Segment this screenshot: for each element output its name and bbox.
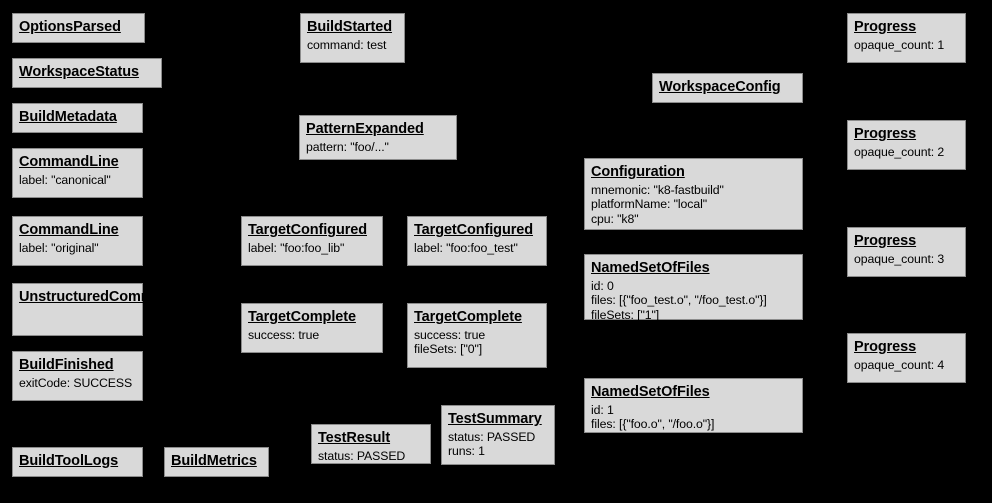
node-fields: pattern: "foo/..." xyxy=(306,140,450,155)
node-build-metrics[interactable]: BuildMetrics xyxy=(164,447,269,477)
node-title: CommandLine xyxy=(19,154,119,170)
node-title: Progress xyxy=(854,233,917,249)
node-progress-3[interactable]: Progress opaque_count: 3 xyxy=(847,227,966,277)
node-field: label: "foo:foo_test" xyxy=(414,240,518,255)
node-field: opaque_count: 1 xyxy=(854,37,945,52)
node-command-line-canonical[interactable]: CommandLine label: "canonical" xyxy=(12,148,143,198)
node-field: platformName: "local" xyxy=(591,197,707,212)
node-title: NamedSetOfFiles xyxy=(591,384,710,400)
node-progress-1[interactable]: Progress opaque_count: 1 xyxy=(847,13,966,63)
node-field: label: "original" xyxy=(19,240,99,255)
node-field: mnemonic: "k8-fastbuild" xyxy=(591,182,724,197)
node-field: pattern: "foo/..." xyxy=(306,139,389,154)
node-field: status: PASSED xyxy=(448,429,536,444)
node-field: id: 1 xyxy=(591,402,614,417)
node-title: UnstructuredCommandLine xyxy=(19,289,209,305)
node-field: exitCode: SUCCESS xyxy=(19,375,133,390)
node-field: command: test xyxy=(307,37,387,52)
node-configuration[interactable]: Configuration mnemonic: "k8-fastbuild"pla… xyxy=(584,158,803,230)
node-title: Progress xyxy=(854,126,917,142)
node-progress-4[interactable]: Progress opaque_count: 4 xyxy=(847,333,966,383)
node-fields: opaque_count: 3 xyxy=(854,252,959,267)
node-field: success: true xyxy=(414,327,486,342)
node-title: NamedSetOfFiles xyxy=(591,260,710,276)
node-fields: status: PASSED xyxy=(318,449,424,464)
node-target-complete-lib[interactable]: TargetComplete success: true xyxy=(241,303,383,353)
node-unstructured-command-line[interactable]: UnstructuredCommandLine xyxy=(12,283,209,336)
node-title: BuildMetrics xyxy=(171,453,257,469)
node-build-finished[interactable]: BuildFinished exitCode: SUCCESS xyxy=(12,351,143,401)
node-field: fileSets: ["1"] xyxy=(591,307,660,322)
node-title: TargetConfigured xyxy=(414,222,533,238)
node-title: WorkspaceConfig xyxy=(659,79,781,95)
node-field: opaque_count: 4 xyxy=(854,357,945,372)
node-fields: label: "foo:foo_lib" xyxy=(248,241,376,256)
node-test-result[interactable]: TestResult status: PASSED xyxy=(311,424,431,464)
node-workspace-status[interactable]: WorkspaceStatus xyxy=(12,58,162,88)
node-field: files: [{"foo.o", "/foo.o"}] xyxy=(591,417,715,432)
node-field: files: [{"foo_test.o", "/foo_test.o"}] xyxy=(591,293,767,308)
node-fields: command: test xyxy=(307,38,398,53)
node-build-metadata[interactable]: BuildMetadata xyxy=(12,103,143,133)
node-title: TestResult xyxy=(318,430,391,446)
node-title: Progress xyxy=(854,19,917,35)
node-fields: exitCode: SUCCESS xyxy=(19,376,136,391)
node-title: TargetComplete xyxy=(414,309,522,325)
node-target-configured-lib[interactable]: TargetConfigured label: "foo:foo_lib" xyxy=(241,216,383,266)
node-target-configured-test[interactable]: TargetConfigured label: "foo:foo_test" xyxy=(407,216,547,266)
node-title: CommandLine xyxy=(19,222,119,238)
node-options-parsed[interactable]: OptionsParsed xyxy=(12,13,145,43)
node-build-tool-logs[interactable]: BuildToolLogs xyxy=(12,447,143,477)
node-fields: mnemonic: "k8-fastbuild"platformName: "l… xyxy=(591,183,796,227)
node-field: label: "canonical" xyxy=(19,172,111,187)
node-field: success: true xyxy=(248,327,320,342)
node-title: BuildStarted xyxy=(307,19,393,35)
node-fields: success: true xyxy=(248,328,376,343)
node-progress-2[interactable]: Progress opaque_count: 2 xyxy=(847,120,966,170)
node-title: BuildToolLogs xyxy=(19,453,119,469)
node-field: status: PASSED xyxy=(318,448,406,463)
node-pattern-expanded[interactable]: PatternExpanded pattern: "foo/..." xyxy=(299,115,457,160)
node-field: runs: 1 xyxy=(448,444,485,459)
node-title: Progress xyxy=(854,339,917,355)
node-build-started[interactable]: BuildStarted command: test xyxy=(300,13,405,63)
node-command-line-original[interactable]: CommandLine label: "original" xyxy=(12,216,143,266)
node-title: OptionsParsed xyxy=(19,19,121,35)
node-field: cpu: "k8" xyxy=(591,211,639,226)
node-title: PatternExpanded xyxy=(306,121,424,137)
node-field: opaque_count: 3 xyxy=(854,251,945,266)
node-field: opaque_count: 2 xyxy=(854,144,945,159)
node-field: fileSets: ["0"] xyxy=(414,342,483,357)
node-field: label: "foo:foo_lib" xyxy=(248,240,345,255)
node-fields: opaque_count: 1 xyxy=(854,38,959,53)
node-title: TargetComplete xyxy=(248,309,356,325)
node-field: id: 0 xyxy=(591,278,614,293)
node-fields: opaque_count: 4 xyxy=(854,358,959,373)
node-title: BuildFinished xyxy=(19,357,114,373)
node-fields: label: "foo:foo_test" xyxy=(414,241,540,256)
node-workspace-config[interactable]: WorkspaceConfig xyxy=(652,73,803,103)
node-fields: label: "original" xyxy=(19,241,136,256)
node-title: TestSummary xyxy=(448,411,542,427)
node-fields: opaque_count: 2 xyxy=(854,145,959,160)
node-title: TargetConfigured xyxy=(248,222,367,238)
node-title: WorkspaceStatus xyxy=(19,64,139,80)
node-title: Configuration xyxy=(591,164,685,180)
node-fields: label: "canonical" xyxy=(19,173,136,188)
node-title: BuildMetadata xyxy=(19,109,117,125)
